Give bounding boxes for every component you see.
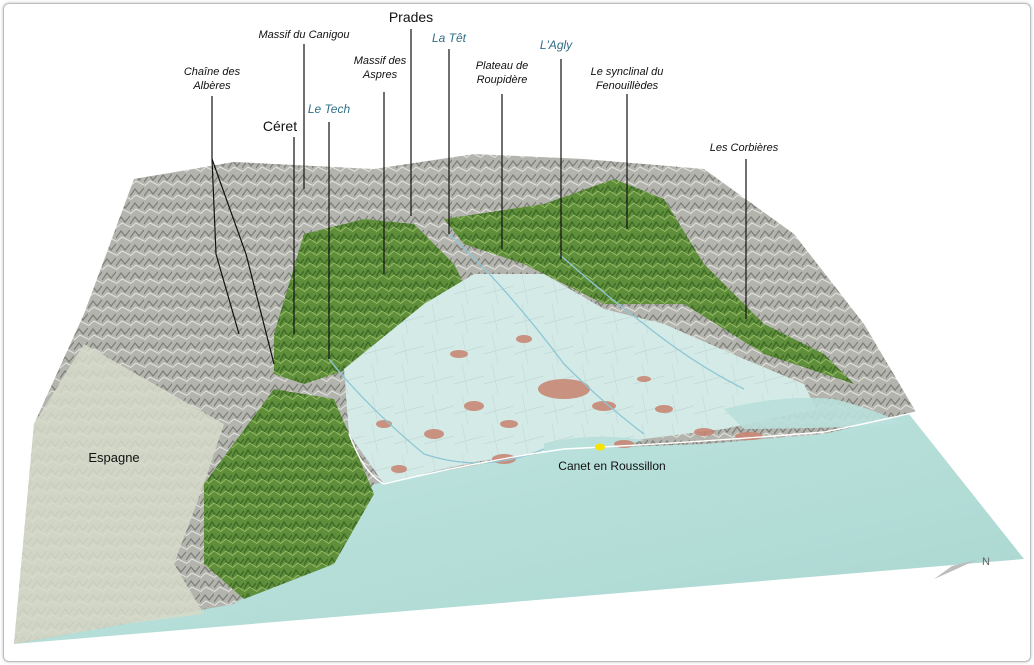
forest-canigou [274, 219, 474, 384]
canet-marker [595, 443, 605, 451]
forest-fenouilledes [444, 179, 854, 384]
label-chaine-des-alberes-line1: Chaîne des [184, 66, 241, 78]
urban-areas [376, 335, 763, 473]
label-massif-des-aspres-line1: Massif des [354, 55, 407, 67]
lagoon-leucate [724, 397, 904, 429]
label-le-tech: Le Tech [308, 102, 351, 116]
label-la-tet: La Têt [432, 31, 467, 45]
label-ceret: Céret [263, 118, 297, 134]
label-espagne: Espagne [88, 450, 139, 465]
shoreline [348, 411, 917, 485]
spain-area [14, 344, 224, 644]
label-synclinal-fenouilledes-line2: Fenouillèdes [596, 80, 659, 92]
forest-alberes [204, 389, 374, 599]
rivers [328, 233, 745, 464]
relief-map: Chaîne des Albères Massif du Canigou Cér… [14, 9, 1024, 644]
label-les-corbieres: Les Corbières [710, 142, 779, 154]
label-l-agly: L'Agly [540, 38, 573, 52]
label-prades: Prades [389, 9, 433, 25]
label-plateau-de-roupidere-line1: Plateau de [476, 60, 529, 72]
label-massif-des-aspres-line2: Aspres [362, 69, 398, 81]
north-arrow-icon: N [934, 556, 990, 579]
leader-lines [211, 29, 747, 365]
label-synclinal-fenouilledes-line1: Le synclinal du [591, 66, 664, 78]
label-canet: Canet en Roussillon [558, 459, 665, 473]
label-chaine-des-alberes-line2: Albères [192, 80, 231, 92]
label-plateau-de-roupidere-line2: Roupidère [477, 74, 528, 86]
label-massif-du-canigou: Massif du Canigou [258, 29, 349, 41]
map-frame: Chaîne des Albères Massif du Canigou Cér… [3, 3, 1031, 662]
north-arrow-label: N [982, 556, 990, 568]
